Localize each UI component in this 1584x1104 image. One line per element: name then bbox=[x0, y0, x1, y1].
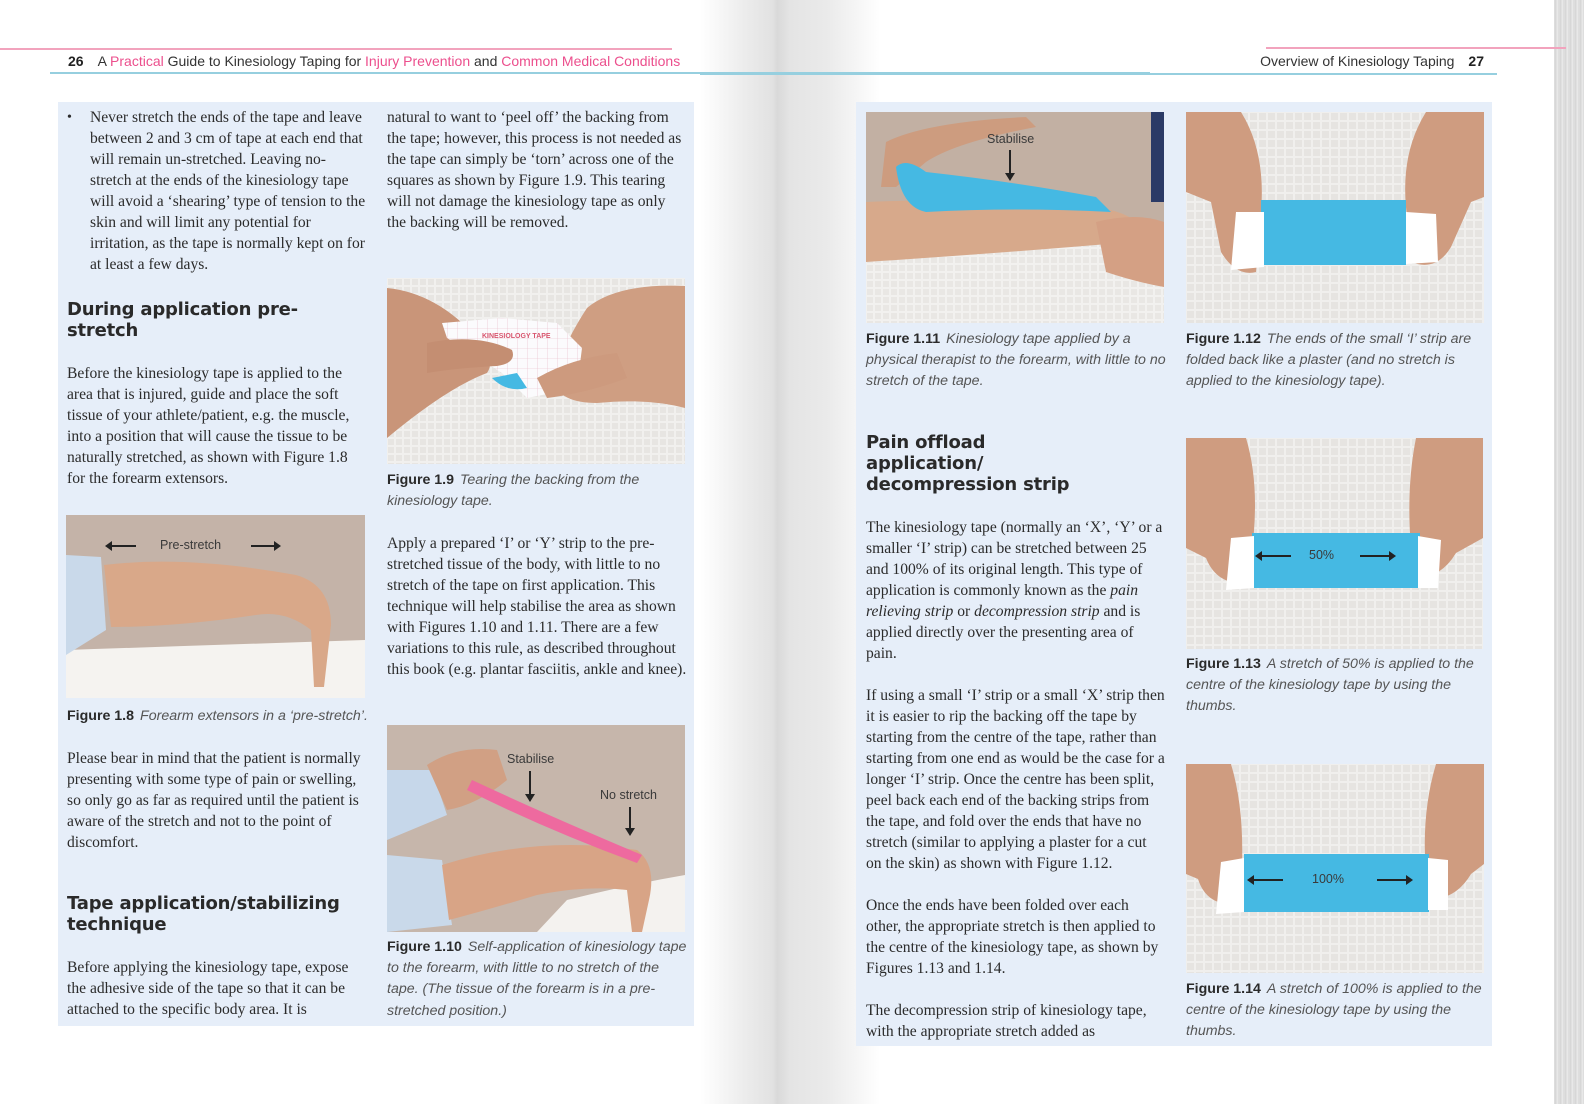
figure-1-9-photo: KINESIOLOGY TAPE bbox=[387, 278, 685, 464]
paragraph: The decompression strip of kinesiology t… bbox=[866, 1002, 1147, 1040]
figure-caption-text: Forearm extensors in a ‘pre-stretch’. bbox=[140, 708, 368, 724]
figure-1-11-photo: Stabilise bbox=[866, 112, 1164, 323]
paragraph: natural to want to ‘peel off’ the backin… bbox=[387, 109, 682, 231]
paragraph: Please bear in mind that the patient is … bbox=[67, 750, 361, 851]
arrow-right-icon bbox=[251, 541, 281, 551]
paragraph: Apply a prepared ‘I’ or ‘Y’ strip to the… bbox=[387, 535, 687, 678]
chapter-title: Overview of Kinesiology Taping bbox=[1260, 53, 1455, 69]
arrow-down-icon bbox=[1005, 150, 1015, 181]
left-column-1-lower: Please bear in mind that the patient is … bbox=[67, 748, 367, 1041]
arrow-down-icon bbox=[625, 807, 635, 836]
figure-caption-text: Tearing the backing from the kinesiology… bbox=[387, 472, 640, 510]
book-title-accent: Practical bbox=[110, 53, 164, 69]
text-run: or bbox=[953, 603, 975, 620]
arrow-right-icon bbox=[1377, 875, 1413, 885]
text-run: The kinesiology tape (normally an ‘X’, ‘… bbox=[866, 519, 1163, 599]
figure-number: Figure 1.14 bbox=[1186, 981, 1261, 997]
arrow-left-icon bbox=[1247, 875, 1283, 885]
figure-number: Figure 1.9 bbox=[387, 472, 455, 488]
figure-1-8-photo: Pre-stretch bbox=[66, 515, 365, 698]
figure-number: Figure 1.13 bbox=[1186, 656, 1261, 672]
arrow-down-icon bbox=[525, 771, 535, 802]
running-head-left: 26 A Practical Guide to Kinesiology Tapin… bbox=[68, 53, 680, 69]
page-gutter-shadow bbox=[700, 0, 880, 1104]
figure-number: Figure 1.10 bbox=[387, 939, 462, 955]
figure-1-13-photo: 50% bbox=[1186, 438, 1483, 649]
paragraph: Before applying the kinesiology tape, ex… bbox=[67, 959, 349, 1018]
figure-1-14-photo: 100% bbox=[1186, 764, 1484, 973]
photo-label-50-percent: 50% bbox=[1309, 548, 1335, 562]
header-rule-blue-right bbox=[700, 73, 1497, 75]
figure-number: Figure 1.11 bbox=[866, 331, 941, 347]
bullet-text: Never stretch the ends of the tape and l… bbox=[90, 109, 366, 273]
page-edge-stack bbox=[1554, 0, 1584, 1104]
right-column-1: Pain offload application/ decompression … bbox=[866, 432, 1166, 1063]
left-column-1: Never stretch the ends of the tape and l… bbox=[67, 107, 367, 510]
book-title-part: A bbox=[97, 53, 111, 69]
photo-label-stabilise: Stabilise bbox=[987, 132, 1035, 146]
figure-1-8-caption: Figure 1.8 Forearm extensors in a ‘pre-st… bbox=[67, 706, 377, 727]
paragraph: Once the ends have been folded over each… bbox=[866, 897, 1159, 977]
header-rule-blue-left bbox=[50, 72, 1150, 74]
arrow-right-icon bbox=[1360, 551, 1396, 561]
left-column-2: natural to want to ‘peel off’ the backin… bbox=[387, 107, 687, 254]
figure-number: Figure 1.12 bbox=[1186, 331, 1261, 347]
paragraph: If using a small ‘I’ strip or a small ‘X… bbox=[866, 687, 1165, 872]
book-title-part: Guide to Kinesiology Taping for bbox=[163, 53, 366, 69]
page-number-right: 27 bbox=[1468, 53, 1484, 69]
photo-label-no-stretch: No stretch bbox=[600, 788, 657, 802]
figure-1-10-photo: Stabilise No stretch bbox=[387, 725, 685, 932]
figure-caption-text: A stretch of 100% is applied to the cent… bbox=[1186, 981, 1482, 1040]
heading-tape-application: Tape application/stabilizing technique bbox=[67, 893, 340, 935]
emphasis-text: pain relieving strip bbox=[866, 582, 1138, 620]
figure-caption-text: Kinesiology tape applied by a physical t… bbox=[866, 331, 1166, 390]
figure-caption-text: The ends of the small ‘I’ strip are fold… bbox=[1186, 331, 1472, 390]
heading-pain-offload: Pain offload application/ decompression … bbox=[866, 432, 1070, 495]
book-title-part: and bbox=[470, 53, 502, 69]
text-run: and is applied directly over the present… bbox=[866, 603, 1141, 662]
figure-caption-text: Self-application of kinesiology tape to … bbox=[387, 939, 687, 1019]
book-title-accent: Common Medical Conditions bbox=[501, 53, 681, 69]
paragraph: Before the kinesiology tape is applied t… bbox=[67, 365, 350, 487]
photo-label-stabilise: Stabilise bbox=[507, 752, 555, 766]
photo-label-100-percent: 100% bbox=[1312, 872, 1344, 886]
header-rule-pink-right bbox=[1266, 47, 1566, 49]
figure-caption-text: A stretch of 50% is applied to the centr… bbox=[1186, 656, 1474, 715]
page-number-left: 26 bbox=[68, 53, 84, 69]
bullet-item: Never stretch the ends of the tape and l… bbox=[67, 107, 367, 275]
left-column-2-middle: Apply a prepared ‘I’ or ‘Y’ strip to the… bbox=[387, 533, 691, 701]
book-title-accent: Injury Prevention bbox=[365, 53, 471, 69]
arrow-left-icon bbox=[1255, 551, 1291, 561]
photo-label: Pre-stretch bbox=[160, 538, 222, 552]
heading-during-application: During application pre-stretch bbox=[67, 299, 298, 341]
arrow-left-icon bbox=[105, 541, 136, 551]
header-rule-pink-left bbox=[0, 48, 672, 50]
paragraph: The kinesiology tape (normally an ‘X’, ‘… bbox=[866, 517, 1166, 664]
figure-number: Figure 1.8 bbox=[67, 708, 135, 724]
running-head-right: Overview of Kinesiology Taping 27 bbox=[1260, 53, 1484, 69]
tape-backing-print: KINESIOLOGY TAPE bbox=[482, 333, 551, 340]
emphasis-text: decompression strip bbox=[974, 603, 1100, 620]
figure-1-12-photo bbox=[1186, 112, 1484, 323]
